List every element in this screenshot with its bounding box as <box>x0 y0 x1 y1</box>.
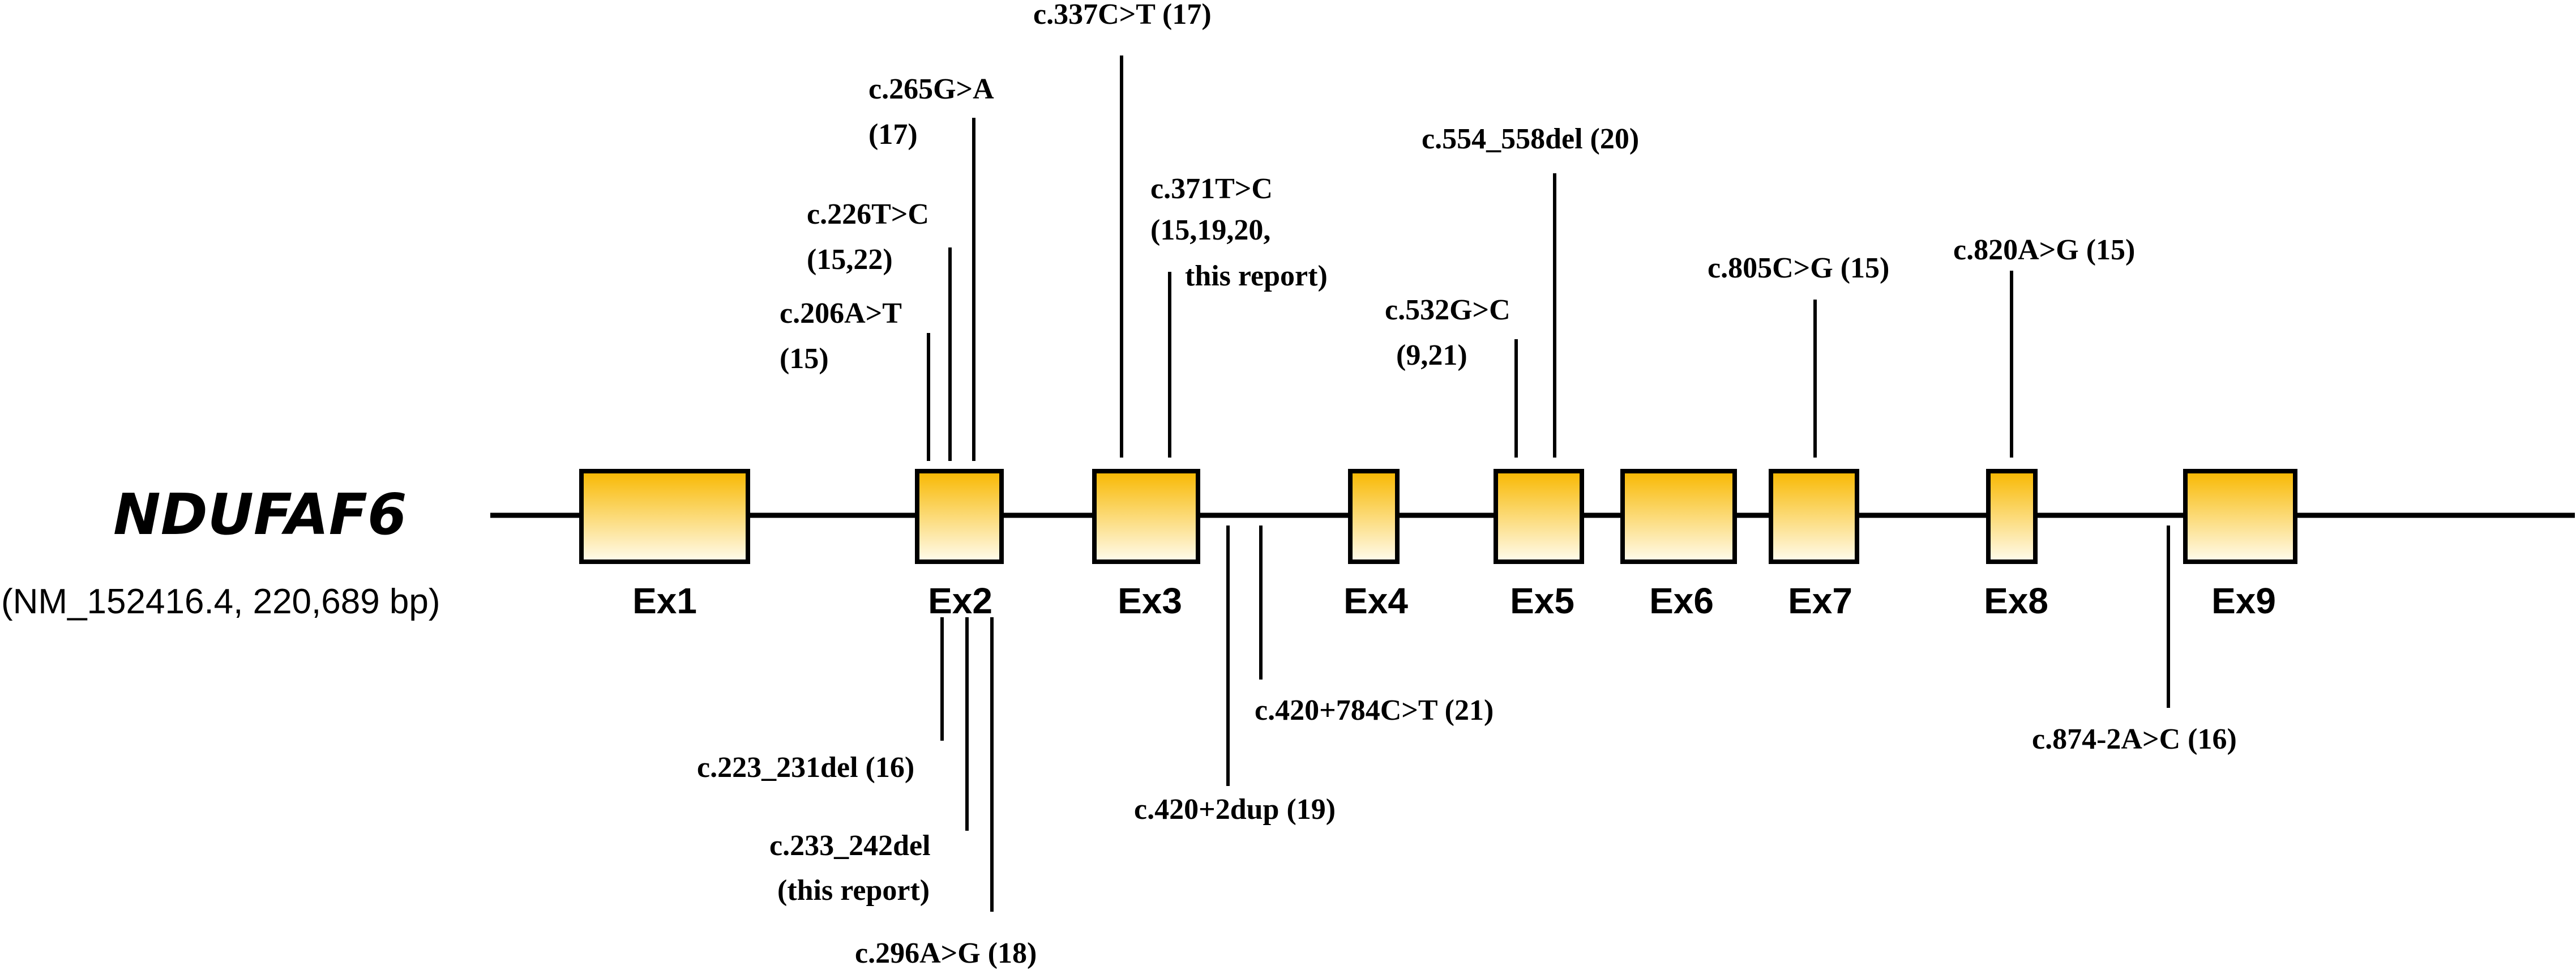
variant-labels-below: c.223_231del (16) c.233_242del (this rep… <box>697 694 2237 969</box>
variant-label-line: (9,21) <box>1396 339 1467 371</box>
variant-label-line: c.420+784C>T (21) <box>1255 694 1494 727</box>
exon-label-8: Ex8 <box>1984 580 2048 621</box>
variant-label-line: c.226T>C <box>807 198 929 230</box>
exon-9 <box>2183 469 2297 564</box>
variant-label-line: c.265G>A <box>868 73 994 105</box>
variant-label-v554: c.554_558del (20) <box>1422 123 1639 155</box>
variant-label-line: c.420+2dup (19) <box>1134 793 1336 826</box>
exon-6 <box>1620 469 1737 564</box>
variant-label-v296: c.296A>G (18) <box>855 937 1037 969</box>
variant-label-line: c.554_558del (20) <box>1422 123 1639 155</box>
exon-label-9: Ex9 <box>2211 580 2276 621</box>
variant-label-line: c.233_242del <box>769 830 931 862</box>
exon-label-1: Ex1 <box>632 580 697 621</box>
variant-label-v206: c.206A>T (15) <box>780 297 909 375</box>
variant-label-v233: c.233_242del (this report) <box>769 830 938 907</box>
variant-label-v532: c.532G>C (9,21) <box>1385 294 1518 371</box>
exon-2 <box>915 469 1004 564</box>
variant-label-v805: c.805C>G (15) <box>1708 252 1889 284</box>
variant-label-v820: c.820A>G (15) <box>1953 234 2135 266</box>
exons <box>579 469 2297 564</box>
variant-label-line: c.532G>C <box>1385 294 1510 326</box>
exon-label-2: Ex2 <box>928 580 992 621</box>
variant-label-v226: c.226T>C (15,22) <box>807 198 936 276</box>
variant-label-line: c.206A>T <box>780 297 901 330</box>
variant-stems-above <box>927 55 2013 461</box>
gene-name: NDUFAF6 <box>113 481 407 548</box>
variant-label-v371: c.371T>C (15,19,20, this report) <box>1150 173 1328 292</box>
variant-label-line: (15) <box>780 343 829 375</box>
variant-label-line: (this report) <box>777 874 930 907</box>
variant-label-line: c.805C>G (15) <box>1708 252 1889 284</box>
gene-accession: (NM_152416.4, 220,689 bp) <box>1 582 440 621</box>
variant-label-v420d: c.420+2dup (19) <box>1134 793 1336 826</box>
exon-label-3: Ex3 <box>1118 580 1182 621</box>
variant-label-line: c.296A>G (18) <box>855 937 1037 969</box>
exon-label-7: Ex7 <box>1788 580 1852 621</box>
exon-3 <box>1092 469 1200 564</box>
exon-5 <box>1494 469 1584 564</box>
variant-label-line: (15,19,20, <box>1150 214 1270 246</box>
exon-labels: Ex1 Ex2 Ex3 Ex4 Ex5 Ex6 Ex7 Ex8 Ex9 <box>632 580 2276 621</box>
variant-label-v223: c.223_231del (16) <box>697 751 914 784</box>
variant-label-v265: c.265G>A (17) <box>868 73 1000 151</box>
variant-label-line: (17) <box>868 118 918 151</box>
exon-label-5: Ex5 <box>1510 580 1574 621</box>
exon-4 <box>1348 469 1400 564</box>
exon-7 <box>1769 469 1859 564</box>
variant-label-line: this report) <box>1185 260 1328 292</box>
variant-label-v337: c.337C>T (17) <box>1033 0 1212 31</box>
exon-label-4: Ex4 <box>1343 580 1408 621</box>
variant-label-line: c.874-2A>C (16) <box>2032 723 2237 755</box>
exon-8 <box>1986 469 2038 564</box>
variant-label-v874: c.874-2A>C (16) <box>2032 723 2237 755</box>
variant-label-line: c.223_231del (16) <box>697 751 914 784</box>
variant-label-line: (15,22) <box>807 244 893 276</box>
variant-labels-above: c.206A>T (15) c.226T>C (15,22) c.265G>A … <box>780 0 2135 375</box>
exon-1 <box>579 469 750 564</box>
variant-label-v420c: c.420+784C>T (21) <box>1255 694 1494 727</box>
variant-label-line: c.371T>C <box>1150 173 1273 205</box>
variant-label-line: c.337C>T (17) <box>1033 0 1212 31</box>
variant-stems-below <box>940 526 2170 912</box>
variant-label-line: c.820A>G (15) <box>1953 234 2135 266</box>
exon-label-6: Ex6 <box>1649 580 1714 621</box>
